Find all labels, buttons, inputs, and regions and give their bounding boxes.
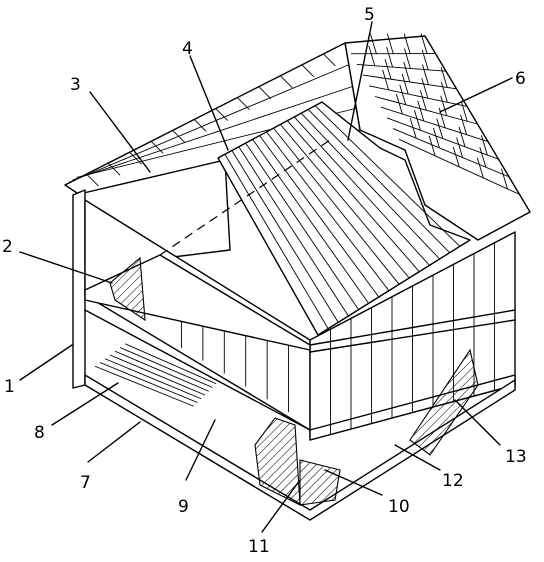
label-12: 12 (442, 471, 464, 491)
label-2: 2 (2, 237, 13, 257)
label-6: 6 (515, 69, 526, 89)
label-7: 7 (80, 473, 91, 493)
label-4: 4 (182, 39, 193, 59)
label-1: 1 (4, 377, 15, 397)
label-5: 5 (364, 5, 375, 25)
label-11: 11 (248, 537, 270, 557)
label-13: 13 (505, 447, 527, 467)
label-8: 8 (34, 423, 45, 443)
label-9: 9 (178, 497, 189, 517)
label-3: 3 (70, 75, 81, 95)
label-10: 10 (388, 497, 410, 517)
